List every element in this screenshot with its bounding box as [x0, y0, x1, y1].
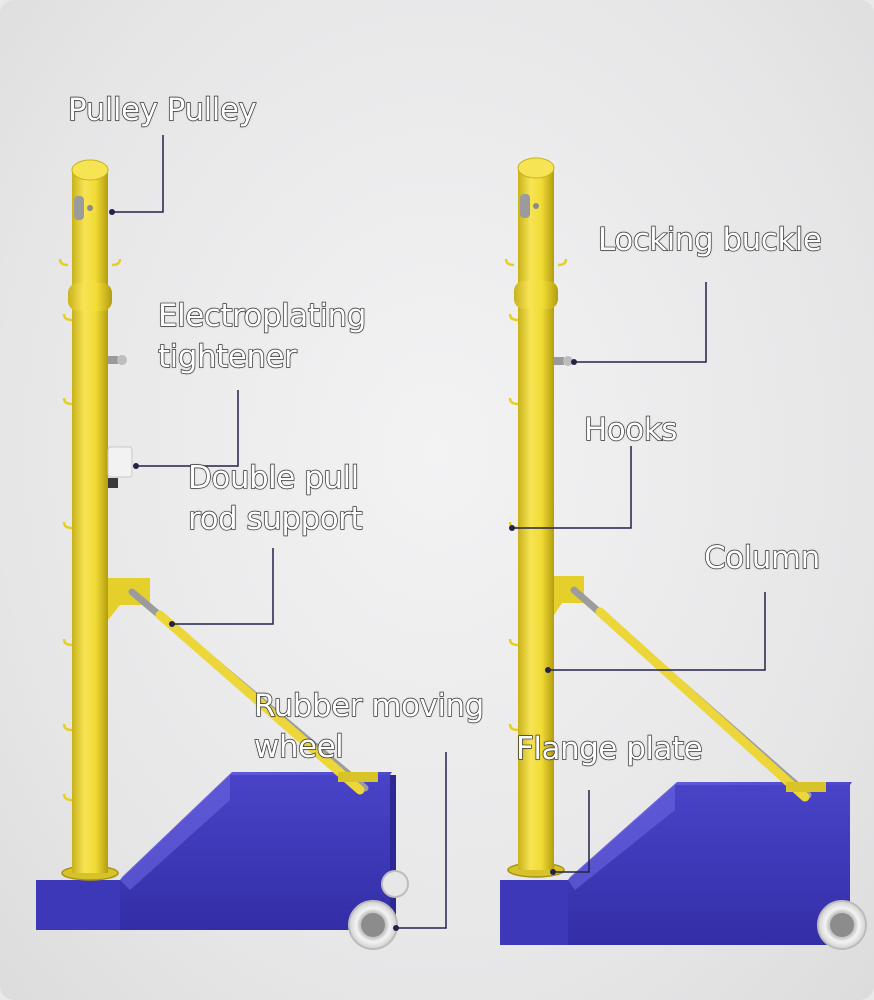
leader-electroplating	[136, 390, 239, 467]
label-pulley-text: Pulley Pulley	[67, 91, 257, 128]
leader-lines	[112, 135, 766, 929]
leader-hooks	[512, 446, 632, 529]
left-base	[36, 772, 396, 930]
label-rubber-moving-wheel: Rubber moving wheel	[253, 686, 485, 768]
label-flange-plate: Flange plate	[515, 729, 703, 770]
label-double-pull-line1: Double pull	[187, 459, 360, 496]
label-hooks-text: Hooks	[583, 411, 678, 448]
label-electroplating-line2: tightener	[157, 338, 297, 375]
label-flange-plate-text: Flange plate	[515, 730, 703, 767]
left-post-assembly	[36, 159, 409, 950]
pulley-icon	[74, 196, 93, 220]
right-tightener	[554, 356, 573, 366]
label-column: Column	[703, 538, 821, 579]
left-column	[72, 170, 108, 873]
leader-column	[548, 592, 766, 671]
label-hooks: Hooks	[583, 410, 678, 451]
right-pulley	[520, 194, 539, 218]
right-base	[500, 782, 852, 945]
tightener-icon	[108, 355, 127, 365]
left-hooks	[58, 258, 122, 802]
right-wheel	[817, 900, 867, 950]
leader-dots	[109, 209, 577, 931]
label-rubber-wheel-line1: Rubber moving	[253, 687, 485, 724]
leader-locking-buckle	[574, 282, 707, 363]
label-locking-buckle: Locking buckle	[597, 220, 822, 261]
left-pull-rod	[155, 610, 365, 795]
label-locking-buckle-text: Locking buckle	[597, 221, 822, 258]
label-double-pull-rod-support: Double pull rod support	[187, 458, 363, 540]
leader-rubber-wheel	[396, 752, 447, 929]
left-locking-buckle	[107, 446, 133, 478]
leader-double-pull	[172, 548, 274, 625]
label-rubber-wheel-line2: wheel	[253, 728, 344, 765]
label-double-pull-line2: rod support	[187, 500, 363, 537]
label-column-text: Column	[703, 539, 821, 576]
wheel-icon	[348, 870, 409, 950]
right-bracket	[554, 576, 584, 615]
leader-pulley	[112, 135, 164, 213]
label-electroplating-line1: Electroplating	[157, 297, 367, 334]
left-bracket	[108, 578, 150, 620]
right-pull-rod	[595, 607, 810, 802]
right-post-assembly	[500, 157, 867, 950]
label-electroplating-tightener: Electroplating tightener	[157, 296, 367, 378]
label-pulley: Pulley Pulley	[67, 90, 257, 131]
leader-flange	[553, 790, 590, 873]
